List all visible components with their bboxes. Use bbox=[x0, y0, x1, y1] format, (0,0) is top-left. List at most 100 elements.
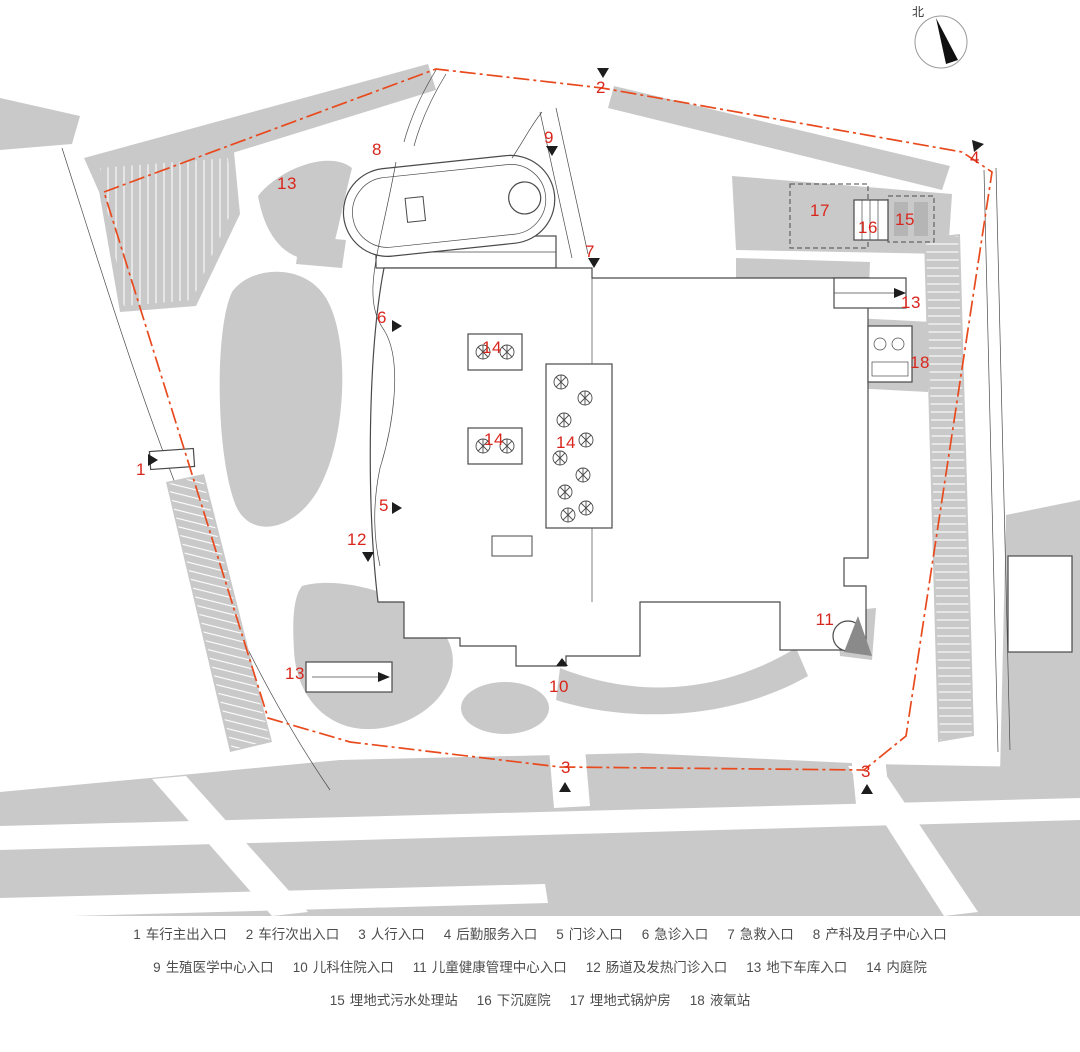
legend-item: 1 车行主出入口 bbox=[133, 918, 227, 951]
legend-item: 4 后勤服务入口 bbox=[444, 918, 538, 951]
legend-item: 13 地下车库入口 bbox=[746, 951, 847, 984]
legend-item-label: 车行次出入口 bbox=[258, 927, 340, 942]
entrance-arrows bbox=[148, 68, 984, 794]
legend-item-label: 后勤服务入口 bbox=[456, 927, 538, 942]
plan-marker: 15 bbox=[895, 210, 915, 229]
legend-item-number: 9 bbox=[153, 960, 161, 975]
site-plan-drawing: 北 bbox=[0, 5, 1080, 916]
legend-item-number: 2 bbox=[245, 927, 254, 942]
courtyard-small-a bbox=[467, 333, 523, 371]
roads-layer bbox=[0, 147, 1080, 916]
legend-item: 5 门诊入口 bbox=[556, 918, 623, 951]
legend-item-label: 下沉庭院 bbox=[496, 993, 551, 1008]
legend-item-number: 18 bbox=[689, 993, 705, 1008]
legend-item-number: 14 bbox=[866, 960, 882, 975]
legend: 1 车行主出入口 2 车行次出入口 3 人行入口 4 后勤服务入口 5 门诊入口 6 急诊入口 7 急救入… bbox=[0, 918, 1080, 1017]
legend-item-number: 13 bbox=[746, 960, 762, 975]
plan-marker: 13 bbox=[277, 174, 297, 193]
internal-drives bbox=[372, 69, 589, 567]
legend-item: 9 生殖医学中心入口 bbox=[153, 951, 274, 984]
dropoff-loop bbox=[342, 154, 556, 257]
plan-marker: 3 bbox=[561, 758, 571, 777]
legend-item-label: 产科及月子中心入口 bbox=[825, 927, 947, 942]
legend-item: 12 肠道及发热门诊入口 bbox=[586, 951, 728, 984]
plan-marker: 10 bbox=[549, 677, 569, 696]
buried-boiler-room bbox=[789, 183, 869, 249]
legend-item-label: 儿科住院入口 bbox=[312, 960, 394, 975]
legend-item-number: 3 bbox=[358, 927, 366, 942]
north-arrow-icon bbox=[936, 18, 958, 64]
compass: 北 bbox=[912, 5, 968, 69]
plan-marker: 3 bbox=[861, 762, 871, 781]
plan-marker: 11 bbox=[815, 610, 835, 629]
ramp-11 bbox=[844, 616, 872, 656]
plan-marker: 1 bbox=[136, 460, 146, 479]
sewage-station bbox=[887, 195, 935, 243]
legend-item-label: 急救入口 bbox=[739, 927, 794, 942]
legend-item: 14 内庭院 bbox=[866, 951, 927, 984]
legend-item-number: 11 bbox=[412, 960, 427, 975]
legend-item-number: 15 bbox=[329, 993, 345, 1008]
legend-item-label: 埋地式污水处理站 bbox=[349, 993, 458, 1008]
legend-item-label: 人行入口 bbox=[370, 927, 425, 942]
legend-item-number: 5 bbox=[556, 927, 564, 942]
legend-item-number: 8 bbox=[812, 927, 821, 942]
plan-marker: 18 bbox=[910, 353, 930, 372]
plan-marker: 14 bbox=[482, 338, 502, 357]
site-boundary-line bbox=[102, 68, 993, 771]
utility-structures bbox=[789, 183, 935, 383]
plan-marker: 9 bbox=[544, 128, 554, 147]
courtyard-large bbox=[545, 363, 613, 529]
plan-marker: 14 bbox=[556, 433, 576, 452]
legend-item: 6 急诊入口 bbox=[642, 918, 709, 951]
plan-marker: 8 bbox=[372, 140, 382, 159]
plan-marker: 6 bbox=[377, 308, 387, 327]
plan-marker: 12 bbox=[347, 530, 367, 549]
legend-row: 15 埋地式污水处理站 16 下沉庭院 17 埋地式锅炉房 18 液氧站 bbox=[330, 984, 751, 1017]
plan-marker: 2 bbox=[596, 78, 606, 97]
legend-item-label: 内庭院 bbox=[886, 960, 927, 975]
legend-item-label: 埋地式锅炉房 bbox=[589, 993, 671, 1008]
legend-item: 7 急救入口 bbox=[727, 918, 794, 951]
legend-item-number: 7 bbox=[727, 927, 735, 942]
plan-marker: 5 bbox=[379, 496, 389, 515]
legend-item: 17 埋地式锅炉房 bbox=[570, 984, 671, 1017]
legend-row: 1 车行主出入口 2 车行次出入口 3 人行入口 4 后勤服务入口 5 门诊入口 6 急诊入口 7 急救入… bbox=[133, 918, 947, 951]
plan-marker: 16 bbox=[858, 218, 878, 237]
legend-item: 15 埋地式污水处理站 bbox=[330, 984, 458, 1017]
legend-item-label: 门诊入口 bbox=[568, 927, 623, 942]
legend-item-label: 车行主出入口 bbox=[145, 927, 227, 942]
legend-item: 10 儿科住院入口 bbox=[293, 951, 394, 984]
legend-item-number: 12 bbox=[585, 960, 601, 975]
legend-item: 16 下沉庭院 bbox=[477, 984, 551, 1017]
ramps-entrances bbox=[148, 447, 872, 693]
plan-marker: 13 bbox=[285, 664, 305, 683]
legend-item: 8 产科及月子中心入口 bbox=[813, 918, 947, 951]
legend-item: 2 车行次出入口 bbox=[246, 918, 340, 951]
legend-item-label: 地下车库入口 bbox=[766, 960, 848, 975]
legend-item-number: 6 bbox=[641, 927, 650, 942]
legend-item-label: 急诊入口 bbox=[654, 927, 709, 942]
legend-item-number: 4 bbox=[443, 927, 452, 942]
plan-marker: 17 bbox=[810, 201, 830, 220]
building-footprint bbox=[369, 235, 869, 667]
plan-marker: 13 bbox=[901, 293, 921, 312]
plan-marker: 14 bbox=[484, 430, 504, 449]
legend-item: 3 人行入口 bbox=[358, 918, 425, 951]
legend-item-label: 儿童健康管理中心入口 bbox=[431, 960, 567, 975]
north-label: 北 bbox=[912, 5, 924, 19]
legend-item-label: 液氧站 bbox=[709, 993, 751, 1008]
legend-item-label: 生殖医学中心入口 bbox=[165, 960, 274, 975]
courtyard-small-b bbox=[467, 427, 523, 465]
legend-item-number: 10 bbox=[292, 960, 308, 975]
plan-marker: 4 bbox=[970, 148, 980, 167]
legend-item-number: 16 bbox=[476, 993, 492, 1008]
legend-item-label: 肠道及发热门诊入口 bbox=[605, 960, 728, 975]
legend-item: 11 儿童健康管理中心入口 bbox=[413, 951, 567, 984]
liquid-oxygen-station bbox=[867, 325, 913, 383]
neighbor-building bbox=[1007, 555, 1073, 653]
legend-item-number: 1 bbox=[133, 927, 141, 942]
legend-item-number: 17 bbox=[569, 993, 585, 1008]
